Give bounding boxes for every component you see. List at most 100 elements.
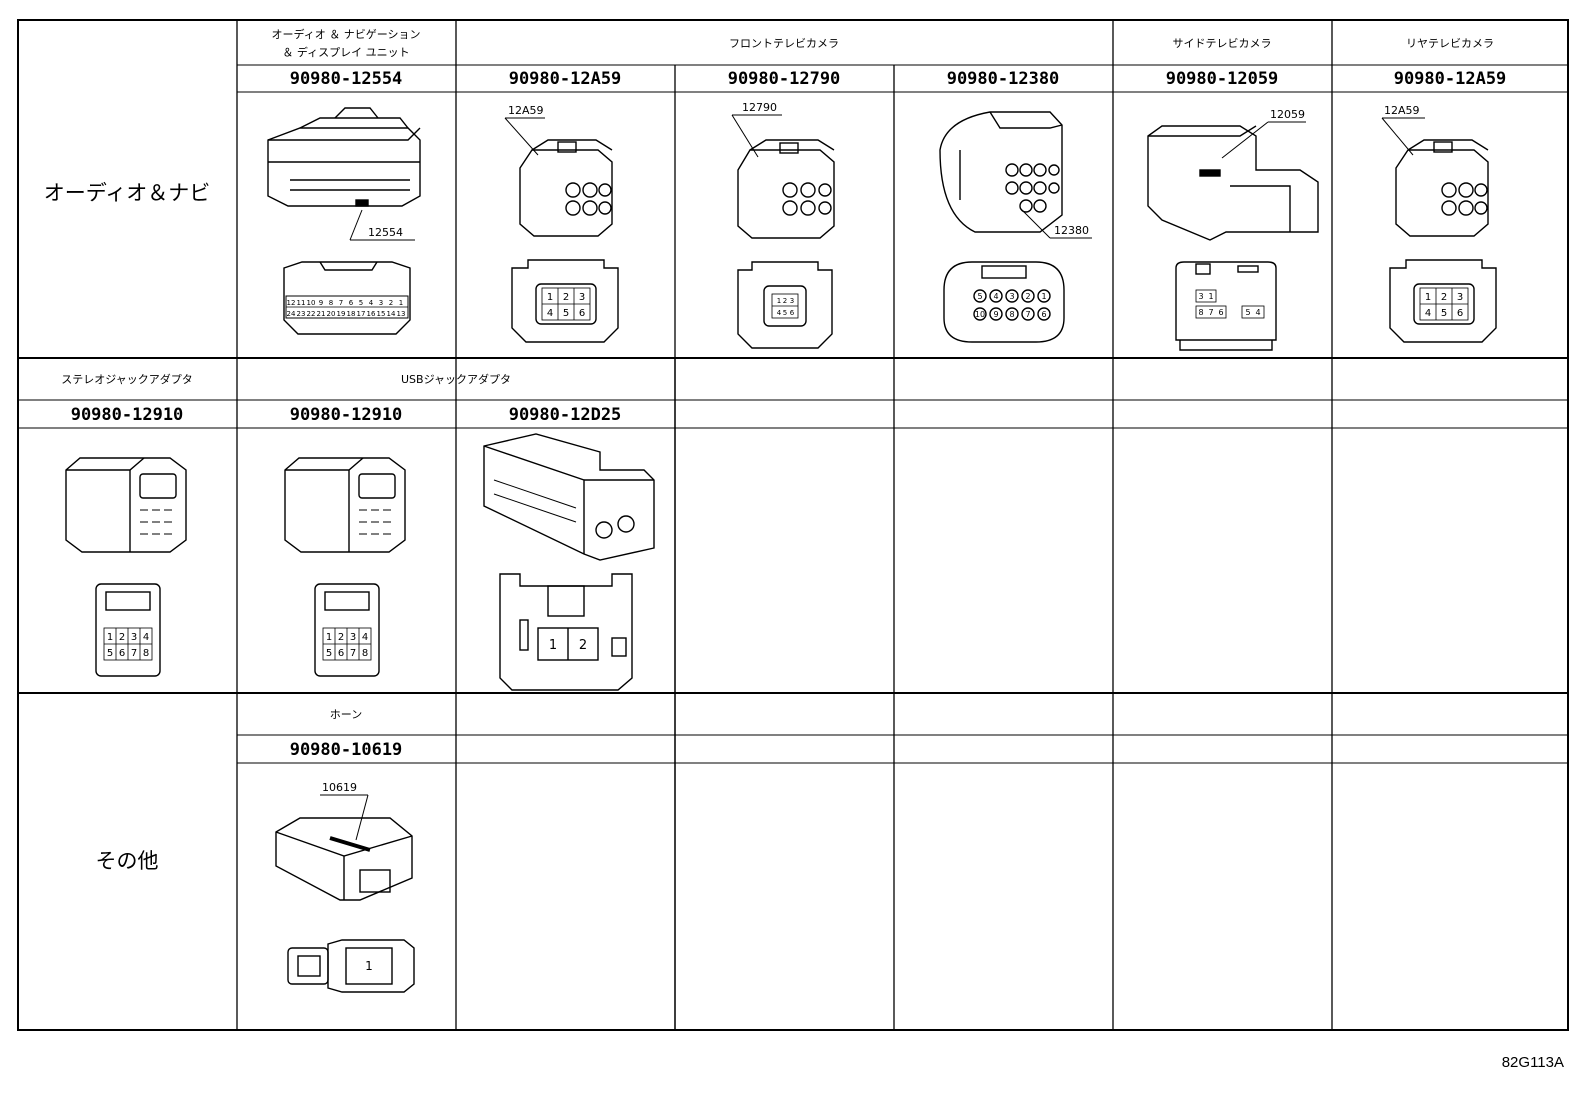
pin-label: 8: [329, 299, 333, 307]
part-number: 90980-12380: [947, 69, 1060, 89]
pin-label: 6: [338, 648, 344, 659]
pin-label: 7: [1025, 310, 1030, 319]
part-number: 90980-12D25: [509, 405, 622, 425]
pin-label: 2: [119, 632, 125, 643]
header-usb-jack: USBジャックアダプタ: [401, 372, 511, 386]
pin-label: 10: [307, 299, 316, 307]
callout-label: 12A59: [1384, 104, 1420, 117]
pin-label: 9: [993, 310, 998, 319]
pin-label: 3: [1198, 292, 1203, 301]
connector-12D25-face: [499, 573, 633, 691]
pin-label: 5: [1245, 308, 1250, 317]
pin-label: 6: [579, 308, 585, 319]
connector-12554-face: [283, 261, 411, 335]
pin-label: 2: [563, 292, 569, 303]
pin-label: 4: [143, 632, 149, 643]
pin-label: 1: [549, 638, 557, 653]
connector-12A59-rear-face: [1389, 259, 1497, 343]
connector-12910-usb-illustration: [284, 457, 406, 553]
pin-label: 16: [367, 310, 376, 318]
pin-label: 8: [362, 648, 368, 659]
pin-label: 9: [319, 299, 323, 307]
pin-label: 22: [307, 310, 316, 318]
connector-12059-face: [1175, 261, 1277, 351]
part-number: 90980-12A59: [1394, 69, 1507, 89]
pin-label: 6: [349, 299, 354, 307]
pin-label: 17: [357, 310, 366, 318]
callout-label: 12554: [368, 226, 403, 239]
callout-label: 12059: [1270, 108, 1305, 121]
connector-12910-usb-face: [314, 583, 380, 677]
pin-label: 18: [347, 310, 356, 318]
group-label-other: その他: [96, 849, 159, 873]
pin-label: 6: [1457, 308, 1463, 319]
pin-label: 3: [131, 632, 137, 643]
pin-label: 24: [287, 310, 296, 318]
connector-12380-illustration: [939, 111, 1063, 233]
connector-12059-illustration: [1147, 125, 1319, 241]
pin-label: 13: [397, 310, 406, 318]
connector-12A59-face: [511, 259, 619, 343]
pin-label: 6: [119, 648, 125, 659]
header-side-camera: サイドテレビカメラ: [1173, 37, 1272, 50]
pin-label: 3: [379, 299, 383, 307]
pin-label: 5: [977, 292, 982, 301]
pin-label: 2: [389, 299, 393, 307]
part-number: 90980-12A59: [509, 69, 622, 89]
callout-label: 12790: [742, 101, 777, 114]
pin-label: 3: [790, 297, 794, 305]
pin-label: 20: [327, 310, 336, 318]
pin-label: 5: [563, 308, 569, 319]
header-horn: ホーン: [330, 708, 362, 721]
figure-code: 82G113A: [1501, 1054, 1564, 1071]
pin-label: 3: [350, 632, 356, 643]
connector-12A59-rear-illustration: [1395, 139, 1489, 237]
part-number: 90980-12790: [728, 69, 841, 89]
pin-label: 2: [783, 297, 787, 305]
pin-label: 5: [783, 309, 787, 317]
pin-label: 5: [326, 648, 332, 659]
pin-label: 4: [369, 299, 374, 307]
pin-label: 4: [362, 632, 368, 643]
pin-label: 2: [579, 638, 587, 653]
pin-label: 4: [547, 308, 553, 319]
table-frame: [17, 19, 1569, 1031]
pin-label: 2: [1025, 292, 1030, 301]
part-number: 90980-12910: [71, 405, 184, 425]
pin-label: 19: [337, 310, 346, 318]
pin-label: 2: [338, 632, 344, 643]
pin-label: 15: [377, 310, 386, 318]
pin-label: 4: [1255, 308, 1260, 317]
pin-label: 5: [1441, 308, 1447, 319]
connector-12790-face: [737, 261, 833, 349]
part-number: 90980-12059: [1166, 69, 1279, 89]
pin-label: 1: [399, 299, 403, 307]
pin-label: 12: [287, 299, 296, 307]
part-number: 90980-10619: [290, 740, 403, 760]
callout-label: 12A59: [508, 104, 544, 117]
pin-label: 1: [326, 632, 332, 643]
part-number: 90980-12554: [290, 69, 403, 89]
pin-label: 8: [1198, 308, 1203, 317]
connector-10619-illustration: [275, 817, 413, 901]
connector-12790-illustration: [737, 139, 835, 239]
header-audio-nav-line2: ＆ ディスプレイ ユニット: [282, 45, 409, 59]
callout-label: 10619: [322, 781, 357, 794]
callout-label: 12380: [1054, 224, 1089, 237]
header-front-camera: フロントテレビカメラ: [729, 37, 839, 50]
pin-label: 3: [1457, 292, 1463, 303]
pin-label: 4: [993, 292, 998, 301]
pin-label: 5: [359, 299, 363, 307]
pin-label: 7: [339, 299, 343, 307]
pin-label: 1: [1208, 292, 1213, 301]
header-stereo-jack: ステレオジャックアダプタ: [61, 372, 192, 386]
pin-label: 6: [790, 309, 795, 317]
connector-12554-illustration: [267, 107, 421, 207]
connector-12380-face: [943, 261, 1065, 343]
group-label-audio-nav: オーディオ＆ナビ: [44, 181, 211, 205]
pin-label: 8: [143, 648, 149, 659]
connector-12D25-illustration: [483, 433, 655, 561]
pin-label: 1: [107, 632, 113, 643]
pin-label: 3: [579, 292, 585, 303]
